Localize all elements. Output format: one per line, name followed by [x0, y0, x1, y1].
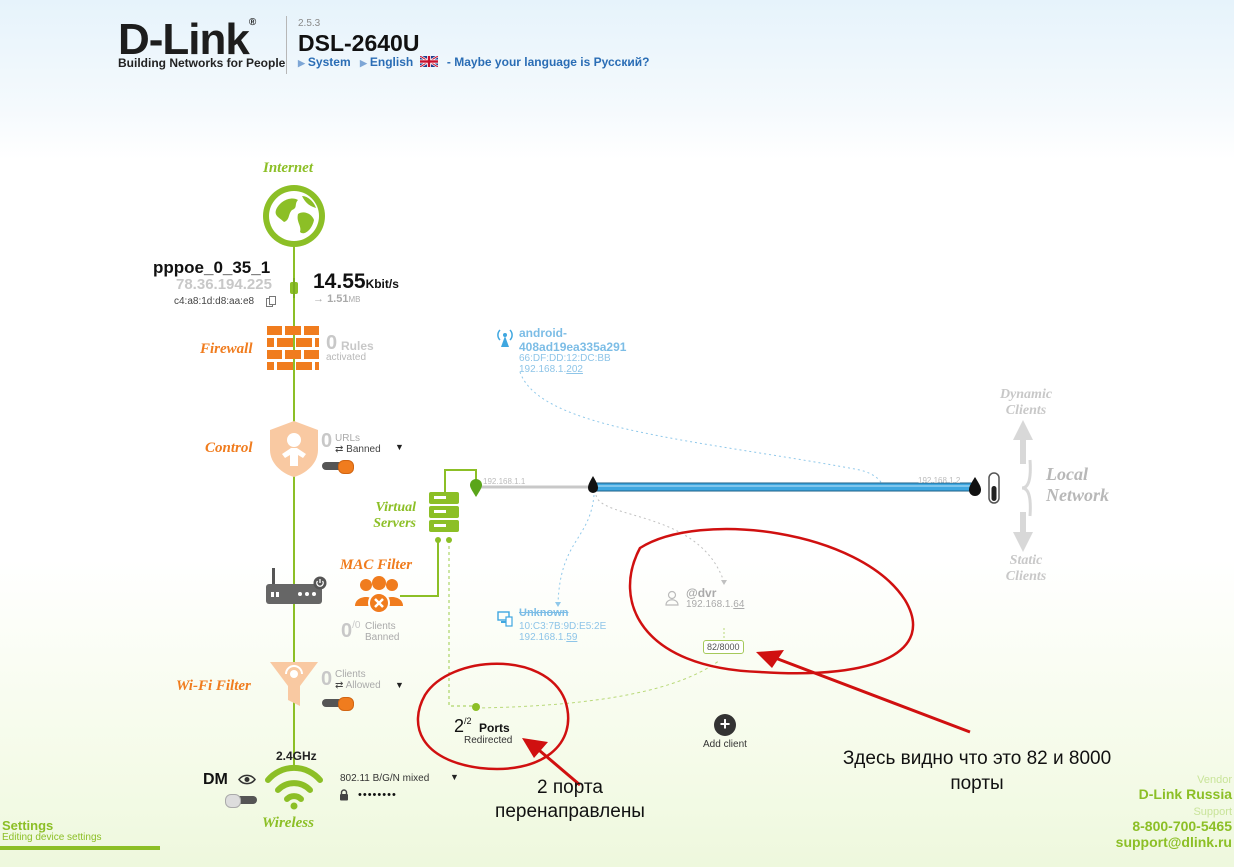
header-divider	[286, 16, 287, 74]
wireless-mode-dropdown-icon[interactable]: ▼	[450, 772, 459, 782]
wifi-filter-icon[interactable]	[270, 662, 318, 708]
system-menu[interactable]: System	[307, 55, 351, 69]
triangle-icon: ▶	[359, 58, 367, 68]
tagline: Building Networks for People	[118, 56, 286, 70]
control-mode[interactable]: ⇄ Banned	[335, 444, 381, 455]
triangle-icon: ▶	[298, 58, 305, 68]
vendor-name[interactable]: D-Link Russia	[1138, 786, 1232, 802]
dlink-logo: D-Link®	[118, 15, 256, 64]
wifi-client-icon	[497, 329, 513, 347]
internet-label: Internet	[263, 160, 314, 176]
firewall-rules-count[interactable]: 0	[326, 332, 338, 354]
wifi-filter-mode[interactable]: ⇄ Allowed	[335, 680, 381, 691]
lock-icon	[340, 789, 348, 801]
uk-flag-icon	[419, 56, 438, 67]
ports-status: Redirected	[464, 735, 513, 746]
client-android-ip: 192.168.1.202	[519, 364, 583, 375]
mac-filter-status: Banned	[365, 632, 400, 643]
control-dropdown-icon[interactable]: ▼	[395, 442, 404, 452]
vendor-label: Vendor	[1197, 774, 1232, 786]
wireless-mode[interactable]: 802.11 B/G/N mixed	[340, 773, 430, 784]
client-dvr-name[interactable]: @dvr	[686, 586, 717, 600]
support-email[interactable]: support@dlink.ru	[1115, 834, 1232, 850]
control-toggle[interactable]	[322, 460, 354, 474]
settings-bar	[0, 846, 160, 850]
user-icon	[665, 590, 679, 606]
wireless-ssid[interactable]: DM	[203, 771, 228, 788]
traffic-readout: → 1.51МВ	[313, 293, 361, 305]
wireless-band: 2.4GHz	[276, 749, 317, 763]
firewall-rules-unit: Rules	[341, 339, 374, 353]
copy-icon[interactable]	[266, 296, 276, 307]
mac-filter-unit: Clients	[365, 621, 396, 632]
wifi-filter-unit: Clients	[335, 669, 366, 680]
drop-icon-end	[969, 477, 981, 496]
ports-count[interactable]: 2/2 Ports	[454, 716, 510, 736]
client-android-name[interactable]: android-408ad19ea335a291	[519, 326, 627, 354]
eye-icon[interactable]	[238, 774, 256, 785]
wifi-filter-dropdown-icon[interactable]: ▼	[395, 680, 404, 690]
power-icon[interactable]	[313, 576, 327, 590]
language-suggestion-link[interactable]: - Maybe your language is Русский?	[446, 55, 650, 69]
control-urls-unit: URLs	[335, 433, 361, 444]
router-icon[interactable]	[262, 568, 328, 608]
wifi-filter-label: Wi-Fi Filter	[176, 678, 251, 694]
wireless-toggle[interactable]	[225, 794, 257, 808]
client-unknown-name[interactable]: Unknown	[519, 607, 569, 619]
firewall-status: activated	[326, 352, 367, 363]
client-dvr-ip: 192.168.1.64	[686, 599, 745, 610]
drop-icon	[588, 476, 598, 493]
model-name: DSL-2640U	[298, 30, 420, 56]
ports-node-icon	[472, 703, 480, 711]
control-urls-count[interactable]: 0	[321, 430, 333, 452]
wan-mac: c4:a8:1d:d8:aa:e8	[174, 296, 255, 307]
client-unknown-ip: 192.168.1.59	[519, 632, 578, 643]
client-dvr-ports-badge[interactable]: 82/8000	[703, 640, 744, 654]
firewall-icon[interactable]	[267, 326, 319, 370]
wan-ip: 78.36.194.225	[176, 276, 272, 293]
bridge-ip: 192.168.1.2	[918, 476, 961, 485]
support-label: Support	[1193, 806, 1232, 818]
mac-filter-count[interactable]: 0/0	[341, 620, 361, 642]
firewall-label: Firewall	[200, 341, 253, 357]
client-unknown-mac: 10:C3:7B:9D:E5:2E	[519, 621, 607, 632]
globe-icon[interactable]	[262, 184, 326, 248]
mac-filter-label: MAC Filter	[340, 557, 413, 573]
server-icon[interactable]	[428, 492, 460, 544]
wireless-label: Wireless	[262, 815, 314, 831]
support-phone[interactable]: 8-800-700-5465	[1132, 818, 1232, 834]
lan-port-icon[interactable]	[988, 472, 1000, 504]
pin-icon[interactable]	[469, 478, 483, 498]
add-client-label[interactable]: Add client	[703, 739, 747, 750]
plus-icon[interactable]: +	[714, 714, 736, 736]
settings-subtitle: Editing device settings	[2, 832, 102, 843]
speed-readout: 14.55Kbit/s	[313, 270, 399, 293]
router-lan-ip: 192.168.1.1	[483, 477, 526, 486]
client-android-mac: 66:DF:DD:12:DC:BB	[519, 353, 611, 364]
wireless-password[interactable]: ••••••••	[358, 789, 397, 801]
wifi-filter-toggle[interactable]	[322, 697, 354, 711]
header-nav: ▶System ▶English - Maybe your language i…	[298, 55, 649, 69]
connection-plug-icon	[290, 278, 298, 298]
wifi-icon[interactable]	[264, 764, 324, 810]
child-lock-icon[interactable]	[269, 420, 319, 478]
computer-icon	[497, 611, 513, 627]
settings-link[interactable]: Settings	[2, 818, 54, 833]
connection-name[interactable]: pppoe_0_35_1	[153, 258, 271, 277]
users-icon[interactable]	[355, 576, 403, 614]
control-label: Control	[205, 440, 253, 456]
firmware-version: 2.5.3	[298, 18, 321, 29]
wifi-filter-count[interactable]: 0	[321, 668, 333, 690]
language-menu[interactable]: English	[369, 55, 414, 69]
